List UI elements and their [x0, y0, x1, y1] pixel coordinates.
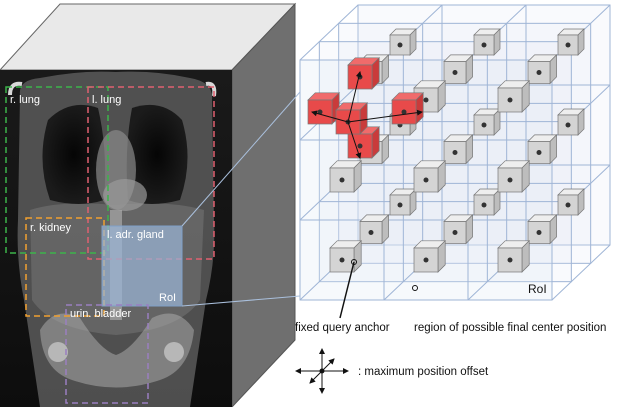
front-anchor-1-0-dot — [339, 177, 345, 183]
l-adr-gland-label: l. adr. gland — [107, 229, 164, 241]
region-center-label: region of possible final center position — [414, 322, 606, 334]
mid-anchor-0-1-dot — [452, 70, 458, 75]
r-kidney-label: r. kidney — [30, 222, 71, 234]
offset-arrow-2 — [347, 109, 423, 123]
back-anchor-0-2-dot — [565, 42, 571, 48]
l-lung-label: l. lung — [92, 94, 121, 106]
anchor-pointer-line — [339, 261, 355, 319]
offset-arrow-1 — [311, 110, 349, 123]
l-adr-gland-roi — [101, 225, 183, 307]
projection-line-top — [181, 91, 301, 227]
legend-center-dot — [319, 368, 325, 374]
pelvis — [40, 313, 194, 388]
back-anchor-0-0-dot — [397, 42, 403, 48]
left-hip-joint — [164, 342, 184, 362]
urin-bladder-box — [65, 304, 149, 404]
front-anchor-0-1-dot — [423, 97, 429, 103]
projection-line-bottom — [181, 295, 301, 307]
ct-roi-label: RoI — [159, 292, 176, 304]
right-lung-shape — [42, 104, 106, 204]
mid-anchor-1-2-dot — [536, 150, 542, 155]
urin-bladder-label: urin. bladder — [70, 308, 131, 320]
back-anchor-0-1-dot — [481, 42, 487, 48]
back-anchor-2-1-dot — [481, 202, 487, 208]
right-hip-joint — [48, 342, 68, 362]
front-anchor-1-0-front — [329, 167, 355, 193]
back-anchor-1-2-dot — [565, 122, 571, 128]
right-clavicle — [8, 81, 23, 96]
front-anchor-1-2-dot — [507, 177, 513, 183]
front-anchor-2-0-dot — [339, 257, 345, 263]
mid-anchor-2-0-dot — [368, 230, 374, 235]
offset-anchor-left-dot — [317, 109, 323, 115]
offset-legend: : maximum position offset — [295, 348, 489, 394]
region-marker — [412, 285, 418, 291]
mid-anchor-2-1-dot — [452, 230, 458, 235]
mid-anchor-0-2-dot — [536, 70, 542, 75]
offset-anchor-down-dot — [357, 143, 363, 149]
mid-anchor-2-2-dot — [536, 230, 542, 235]
r-kidney-box — [25, 217, 105, 317]
back-anchor-1-1-dot — [481, 122, 487, 128]
fixed-query-anchor-marker — [351, 259, 357, 265]
grid-cube — [299, 4, 611, 301]
legend-arrow-diag-dl — [309, 370, 323, 384]
offset-anchor-right-front — [391, 99, 417, 125]
left-lung-shape — [126, 104, 188, 204]
offset-anchor-center-front — [335, 109, 361, 135]
r-lung-label: r. lung — [10, 94, 40, 106]
grid-depth-edge-3-3 — [551, 244, 611, 301]
offset-anchor-right-dot — [401, 109, 407, 115]
max-offset-label: : maximum position offset — [358, 366, 489, 378]
heart — [103, 179, 147, 211]
offset-arrow-0 — [347, 71, 362, 123]
grid-roi-label: RoI — [528, 282, 547, 296]
front-anchor-0-2-dot — [507, 97, 513, 103]
back-anchor-2-0-dot — [397, 202, 403, 208]
offset-arrow-3 — [347, 121, 362, 159]
r-lung-box — [5, 86, 109, 254]
front-anchor-1-1-dot — [423, 177, 429, 183]
ct-volume: r. lung l. lung r. kidney l. adr. gland … — [0, 2, 297, 407]
ct-box-side — [231, 2, 296, 407]
legend-arrow-diag-ur — [321, 358, 335, 372]
back-anchor-2-2-dot — [565, 202, 571, 208]
mid-anchor-1-1-dot — [452, 150, 458, 155]
front-anchor-2-2-dot — [507, 257, 513, 263]
grid-depth-edge-0-0 — [299, 4, 359, 61]
front-anchor-2-1-dot — [423, 257, 429, 263]
fixed-query-anchor-label: fixed query anchor — [295, 322, 390, 334]
